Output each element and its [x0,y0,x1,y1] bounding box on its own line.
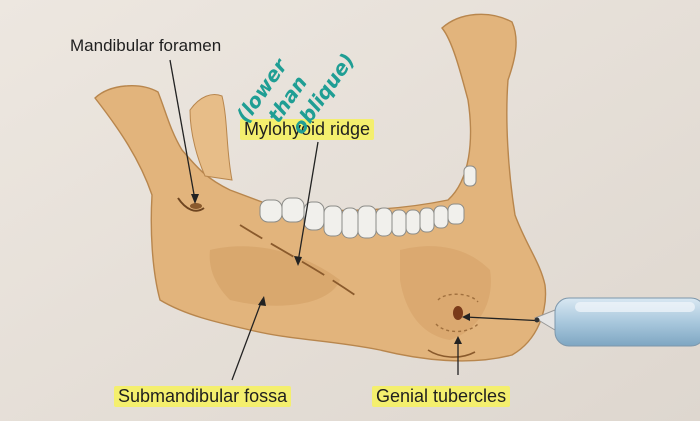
mandibular-foramen-mark [177,197,205,212]
leader-pen-pointer [464,316,546,322]
tooth [323,205,343,237]
tooth [447,203,465,225]
submandibular-fossa-shading [209,246,340,306]
label-mandibular-foramen: Mandibular foramen [70,36,222,55]
label-genial-tubercles: Genial tubercles [372,386,511,407]
tooth [357,205,377,239]
pen [533,297,700,347]
leader-mandibular-foramen [169,59,196,201]
mandibular-foramen-opening [190,203,202,209]
coronoid-process [189,94,233,181]
leader-submandibular-fossa [231,299,263,381]
tooth [391,209,407,237]
tooth [419,207,435,233]
tooth [433,205,449,229]
tooth [375,207,393,237]
label-mylohyoid-ridge: Mylohyoid ridge [240,119,375,140]
genial-tubercles-mark [427,293,479,358]
tooth [341,207,359,239]
arrowheads [191,194,470,344]
tooth [463,165,477,187]
tooth [281,197,305,223]
tooth [405,209,421,235]
teeth-row [259,165,477,239]
mylohyoid-ridge-line [239,224,363,301]
label-submandibular-fossa: Submandibular fossa [114,386,292,407]
leader-mylohyoid-ridge [297,141,319,263]
leader-lines [169,59,546,381]
tooth [259,199,283,223]
